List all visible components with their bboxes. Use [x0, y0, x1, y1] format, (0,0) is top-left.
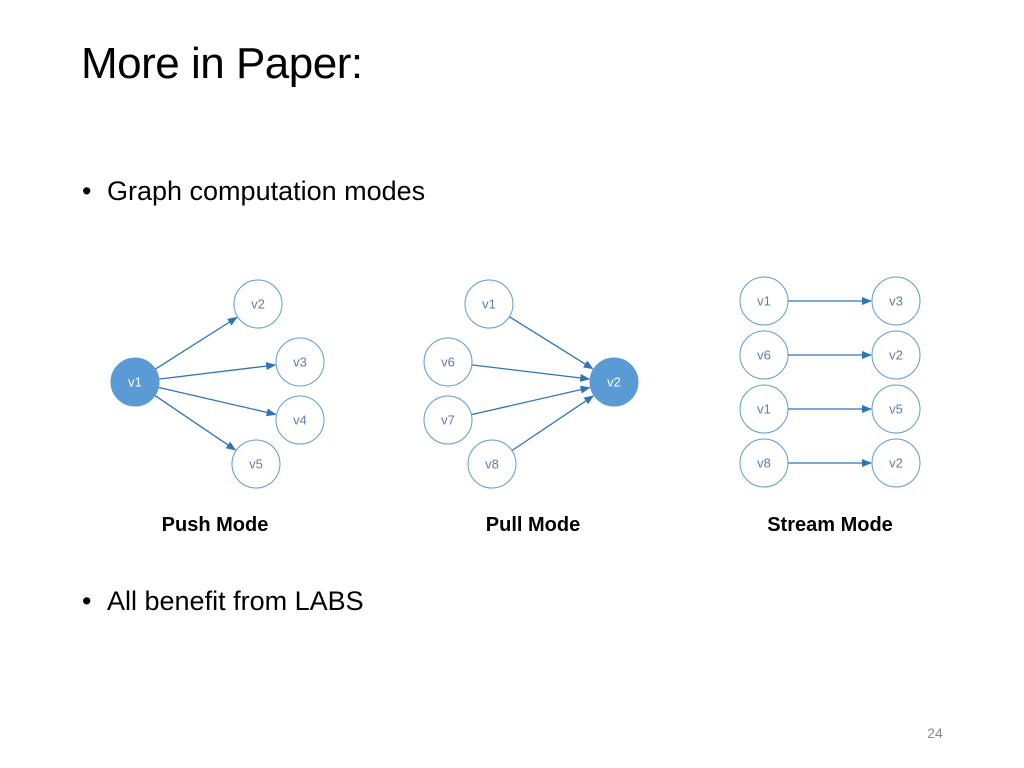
node-circle: [275, 395, 325, 445]
node-push-v4: v4: [275, 395, 325, 445]
node-pull-v6: v6: [423, 337, 473, 387]
node-circle: [739, 276, 789, 326]
edge-push-v1-to-push-v3: [158, 362, 277, 380]
node-pull-v8: v8: [467, 439, 517, 489]
node-label: v2: [889, 456, 903, 471]
edge-push-v1-to-push-v5: [154, 394, 237, 451]
node-circle: [589, 357, 639, 407]
push-mode-label: Push Mode: [161, 514, 269, 536]
node-circle: [464, 279, 514, 329]
edge-pull-v7-to-pull-v2: [471, 385, 591, 416]
node-circle: [275, 337, 325, 387]
node-label: v1: [757, 402, 771, 417]
stream-mode-label: Stream Mode: [767, 514, 893, 536]
nodes-layer: v1 v2 v3 v4 v5 v1 v6 v7 v8 v2 v1 v3 v6 v2 v1 v5 v8 v2: [110, 276, 921, 489]
node-circle: [233, 279, 283, 329]
node-push-v5: v5: [231, 439, 281, 489]
node-circle: [871, 276, 921, 326]
edge-pull-v1-to-pull-v2: [509, 316, 594, 370]
node-circle: [423, 337, 473, 387]
node-circle: [871, 438, 921, 488]
edge-pull-v8-to-pull-v2: [511, 395, 595, 452]
node-circle: [871, 330, 921, 380]
node-s-l2: v6: [739, 330, 789, 380]
node-circle: [110, 357, 160, 407]
node-s-l1: v1: [739, 276, 789, 326]
node-label: v1: [482, 297, 496, 312]
node-s-r2: v2: [871, 330, 921, 380]
node-push-v3: v3: [275, 337, 325, 387]
node-circle: [423, 395, 473, 445]
node-circle: [467, 439, 517, 489]
node-label: v5: [889, 402, 903, 417]
slide-title: More in Paper:: [81, 39, 363, 88]
node-circle: [739, 384, 789, 434]
node-label: v3: [293, 355, 307, 370]
node-label: v3: [889, 294, 903, 309]
node-label: v8: [485, 457, 499, 472]
node-s-r1: v3: [871, 276, 921, 326]
node-label: v4: [293, 413, 307, 428]
node-circle: [231, 439, 281, 489]
bullet-marker: •: [82, 176, 92, 206]
node-pull-v1: v1: [464, 279, 514, 329]
edge-pull-v6-to-pull-v2: [471, 364, 591, 382]
node-push-v1: v1: [110, 357, 160, 407]
node-label: v6: [757, 348, 771, 363]
node-label: v1: [757, 294, 771, 309]
edge-push-v1-to-push-v2: [154, 316, 238, 370]
page-number: 24: [927, 725, 943, 741]
node-s-l3: v1: [739, 384, 789, 434]
node-push-v2: v2: [233, 279, 283, 329]
node-label: v2: [607, 375, 621, 390]
node-label: v2: [889, 348, 903, 363]
node-label: v1: [128, 375, 142, 390]
node-pull-v2: v2: [589, 357, 639, 407]
node-label: v5: [249, 457, 263, 472]
bullet-marker: •: [82, 586, 92, 616]
node-label: v7: [441, 413, 455, 428]
node-label: v6: [441, 355, 455, 370]
node-label: v2: [251, 297, 265, 312]
node-s-r3: v5: [871, 384, 921, 434]
bullet-text: All benefit from LABS: [107, 586, 364, 616]
node-s-l4: v8: [739, 438, 789, 488]
node-circle: [739, 438, 789, 488]
edge-push-v1-to-push-v4: [158, 386, 277, 417]
node-pull-v7: v7: [423, 395, 473, 445]
bullet-text: Graph computation modes: [107, 176, 426, 206]
node-label: v8: [757, 456, 771, 471]
pull-mode-label: Pull Mode: [485, 514, 581, 536]
node-s-r4: v2: [871, 438, 921, 488]
edges-layer: [154, 297, 872, 467]
node-circle: [739, 330, 789, 380]
node-circle: [871, 384, 921, 434]
